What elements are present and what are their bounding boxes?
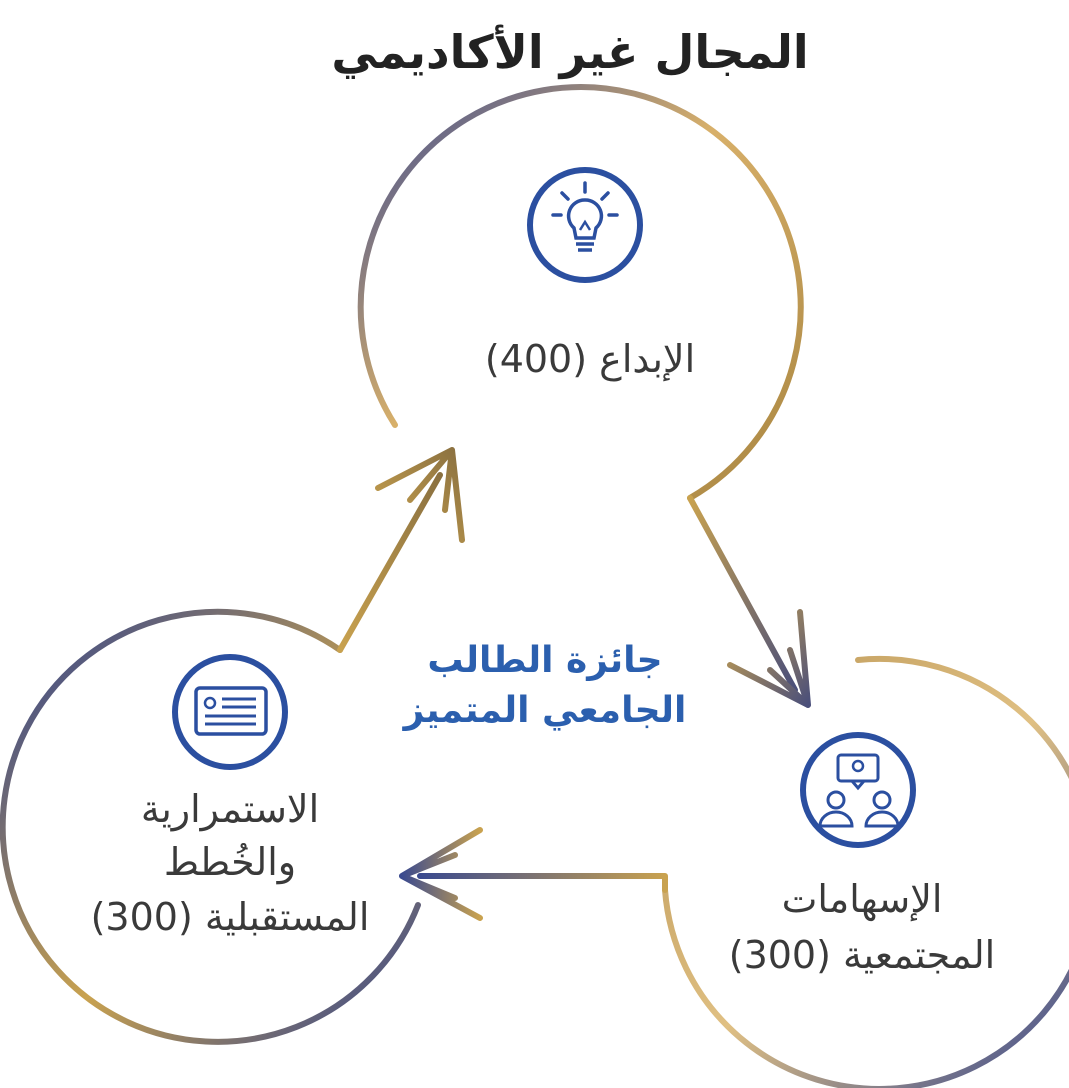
arrow-to-community	[687, 495, 811, 708]
diagram-title: المجال غير الأكاديمي	[331, 24, 808, 79]
creativity-label: الإبداع (400)	[485, 337, 695, 382]
continuity-label-line2: والخُطط	[164, 840, 296, 885]
center-title-line2: الجامعي المتميز	[402, 690, 687, 731]
lightbulb-icon	[527, 167, 643, 283]
continuity-label-line3: المستقبلية (300)	[91, 895, 370, 939]
arrow-to-creativity	[337, 447, 465, 653]
presentation-board-icon	[172, 654, 288, 770]
arrow-to-continuity	[399, 827, 668, 921]
people-discussion-icon	[800, 732, 916, 848]
continuity-circle-arc	[0, 608, 421, 1045]
creativity-circle-arc	[357, 84, 804, 501]
community-circle-arc	[662, 655, 1069, 1088]
continuity-label-line1: الاستمرارية	[141, 787, 319, 832]
community-label-line2: المجتمعية (300)	[729, 933, 996, 977]
community-label-line1: الإسهامات	[782, 877, 943, 922]
center-title-line1: جائزة الطالب	[427, 640, 662, 681]
